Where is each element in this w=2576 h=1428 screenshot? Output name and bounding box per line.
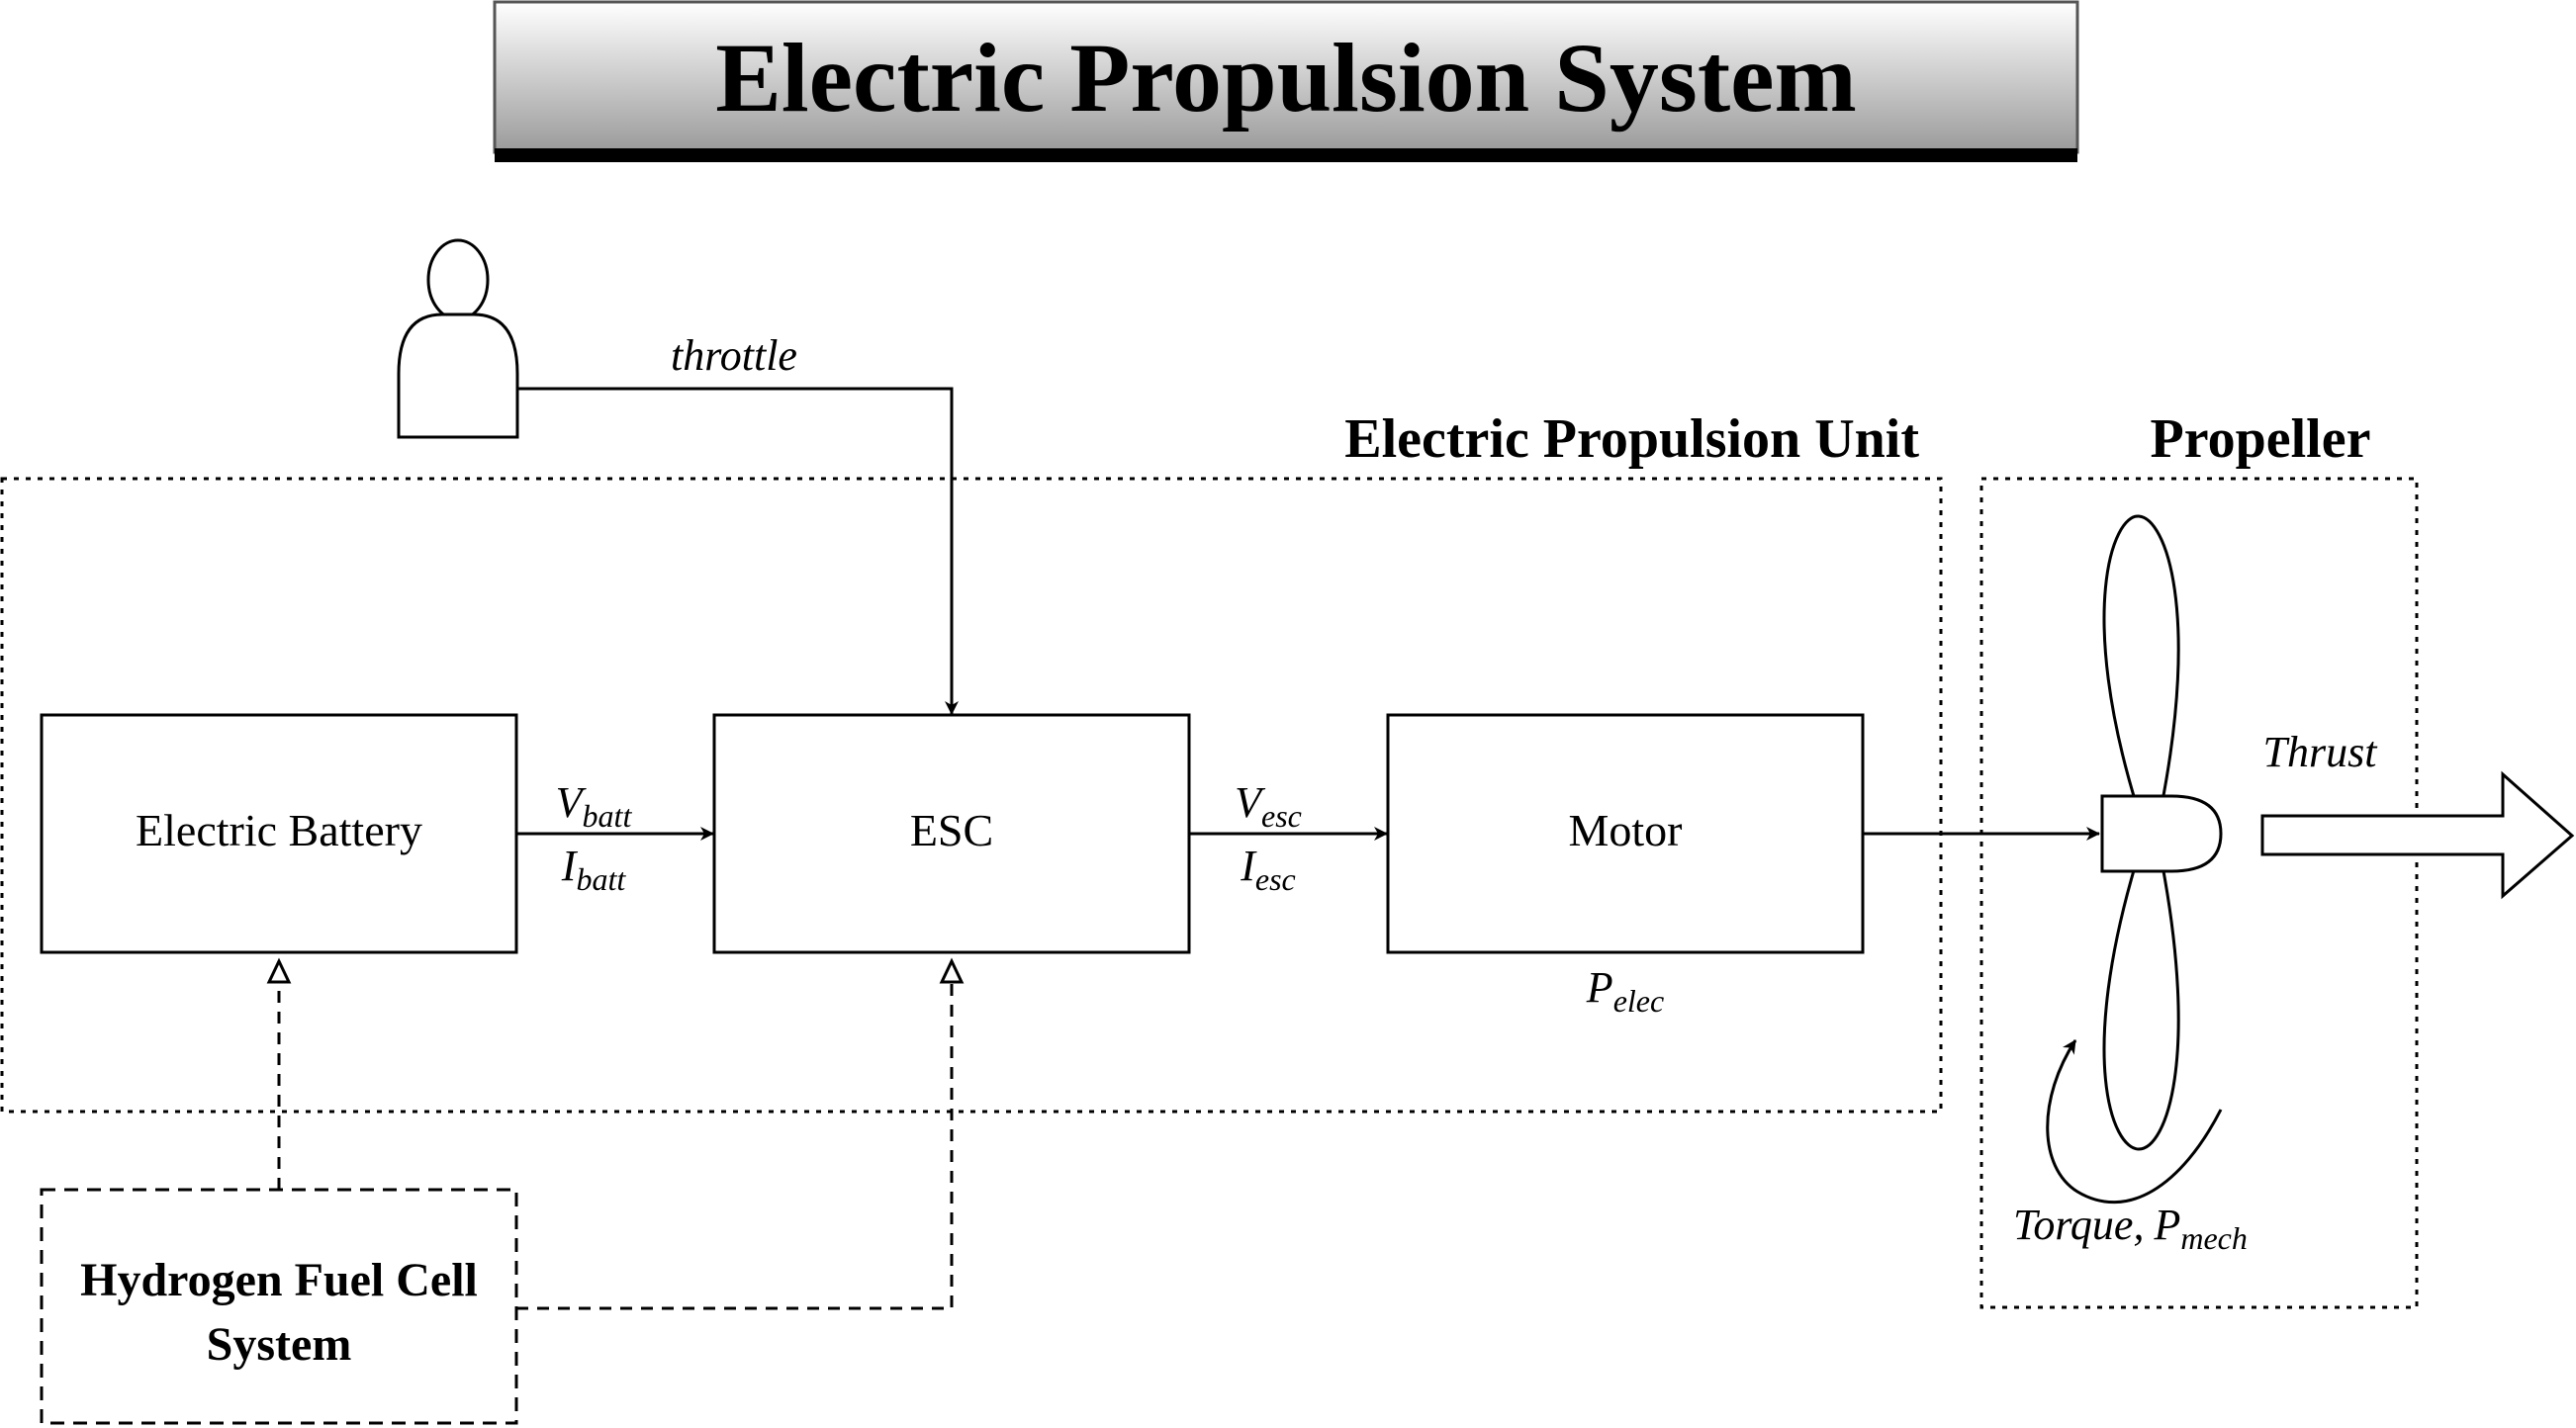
battery-label: Electric Battery	[136, 805, 422, 855]
torque-arrow	[2046, 1039, 2223, 1205]
title-banner: Electric Propulsion System	[493, 0, 2079, 162]
propulsion-unit-boundary	[0, 477, 1943, 1114]
fuel-cell-connectors	[277, 982, 954, 1310]
throttle-label: throttle	[671, 331, 797, 380]
title-banner-bar	[493, 0, 2079, 154]
torque-label: Torque,Pmech	[2013, 1201, 2248, 1256]
pilot-icon	[397, 238, 519, 439]
v-batt-label: Vbatt	[556, 778, 633, 834]
propeller-blade-bottom	[2102, 858, 2180, 1151]
fuel-cell-to-esc-arrowhead	[939, 957, 965, 984]
battery-block: Electric Battery	[40, 713, 518, 954]
group-label-propulsion-unit: Electric Propulsion Unit	[1344, 408, 1919, 470]
fuel-cell-to-battery-arrowhead	[266, 957, 292, 984]
page-title: Electric Propulsion System	[715, 23, 1857, 133]
thrust-arrow	[2260, 770, 2575, 900]
propeller-icon	[2100, 514, 2223, 1151]
fuel-cell-label-line2: System	[207, 1318, 352, 1371]
v-esc-label: Vesc	[1235, 778, 1302, 834]
thrust-label: Thrust	[2263, 728, 2379, 776]
title-banner-shadow	[495, 148, 2077, 162]
fuel-cell-block: Hydrogen Fuel Cell System	[40, 1188, 518, 1425]
fuel-cell-label-line1: Hydrogen Fuel Cell	[80, 1254, 478, 1306]
propeller-hub	[2100, 794, 2223, 873]
group-label-propeller: Propeller	[2151, 408, 2371, 470]
propeller-blade-top	[2102, 514, 2180, 808]
motor-label: Motor	[1569, 805, 1683, 855]
i-batt-label: Ibatt	[561, 842, 627, 897]
fuel-cell-to-esc-line	[516, 982, 954, 1310]
motor-block: Motor	[1386, 713, 1865, 954]
p-elec-label: Pelec	[1586, 963, 1664, 1019]
esc-label: ESC	[910, 805, 993, 855]
i-esc-label: Iesc	[1240, 842, 1296, 897]
propeller-boundary	[1979, 477, 2419, 1309]
esc-block: ESC	[712, 713, 1191, 954]
throttle-connector	[517, 387, 959, 715]
